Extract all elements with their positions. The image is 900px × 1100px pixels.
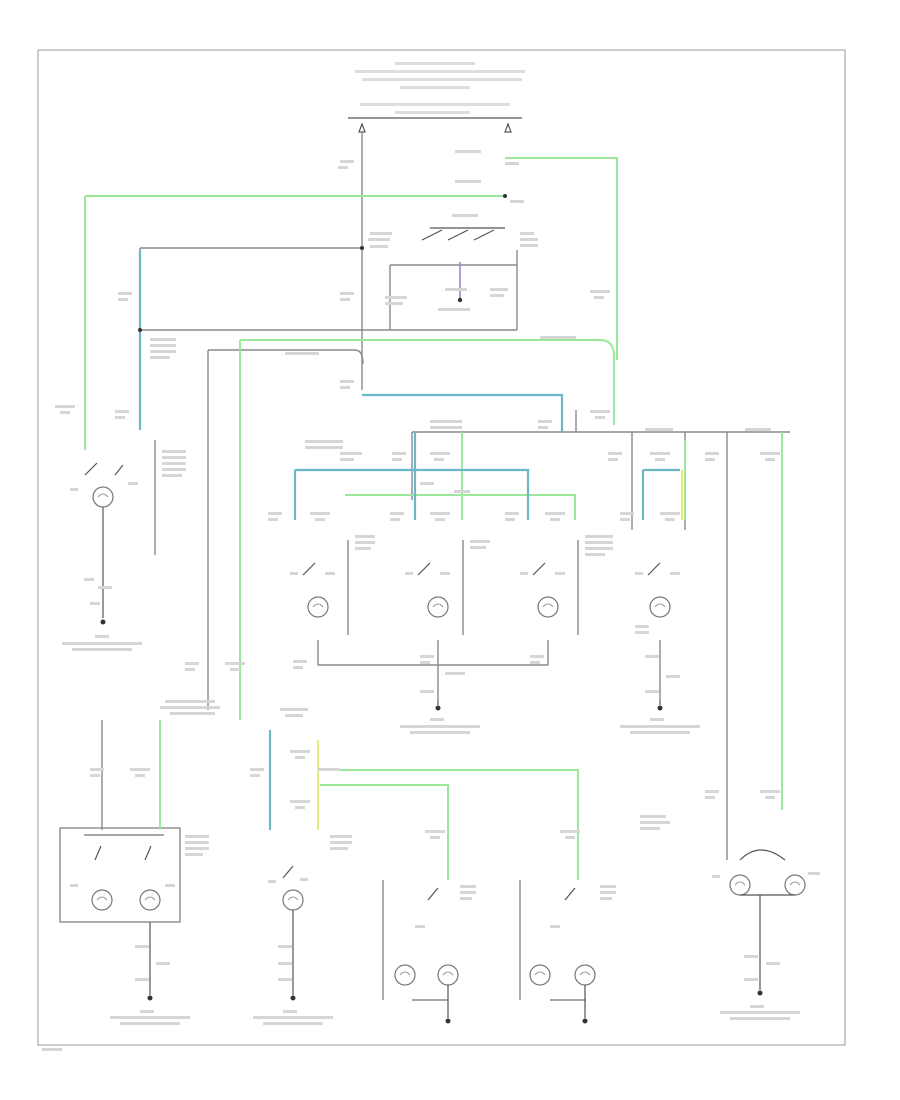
bulb-9 <box>394 964 416 986</box>
bulb-13 <box>729 874 751 896</box>
illegible-labels <box>42 150 820 1051</box>
bulb-10 <box>437 964 459 986</box>
bulb-5 <box>649 596 671 618</box>
bulb-3 <box>427 596 449 618</box>
green-wires <box>84 157 783 880</box>
bulb-12 <box>574 964 596 986</box>
switches <box>84 462 786 901</box>
bulb-4 <box>537 596 559 618</box>
diagram-frame <box>37 49 846 1046</box>
junction-box-header <box>348 62 525 133</box>
headlamp-switch <box>421 227 505 303</box>
lamp-bulbs <box>91 486 806 986</box>
bulb-left-1 <box>92 486 114 508</box>
blue-wires <box>138 250 680 830</box>
bulb-8 <box>282 889 304 911</box>
bulb-14 <box>784 874 806 896</box>
bulb-6 <box>91 889 113 911</box>
bulb-7 <box>139 889 161 911</box>
yellow-wires <box>317 470 683 830</box>
bulb-11 <box>529 964 551 986</box>
gray-wires <box>59 132 790 1001</box>
bulb-2 <box>307 596 329 618</box>
grounds <box>100 194 795 1024</box>
